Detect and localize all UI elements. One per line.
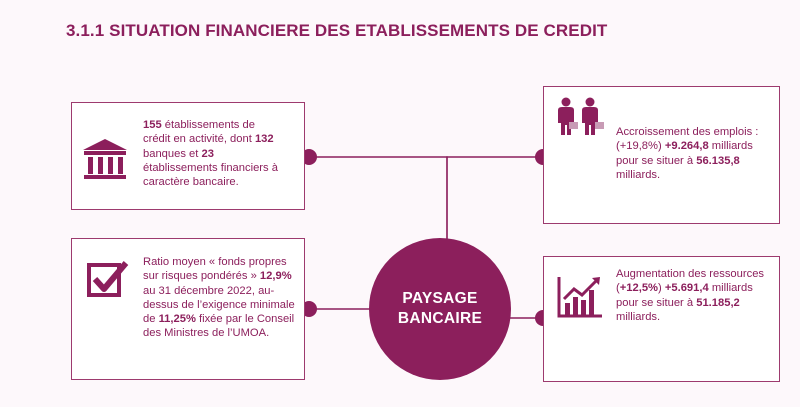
info-box-resources: Augmentation des ressources (+12,5%) +5.… bbox=[543, 256, 780, 382]
establishments-text: 155 établissements de crédit en activité… bbox=[143, 118, 283, 189]
highlight-figure: 56.135,8 bbox=[696, 154, 740, 167]
bank-icon bbox=[83, 139, 127, 179]
highlight-figure: 155 bbox=[143, 119, 162, 131]
dot-top-left bbox=[301, 149, 317, 165]
text-segment: ) bbox=[658, 282, 665, 295]
checkbox-icon bbox=[87, 261, 129, 297]
center-label-line2: BANCAIRE bbox=[397, 310, 483, 327]
text-segment: établissements de crédit en activité, do… bbox=[143, 119, 255, 146]
resources-text: Augmentation des ressources (+12,5%) +5.… bbox=[616, 267, 766, 324]
highlight-figure: 23 bbox=[201, 147, 214, 160]
text-segment: milliards. bbox=[616, 310, 661, 323]
text-segment: banques et bbox=[143, 147, 202, 160]
text-segment: milliards pour se situer à bbox=[616, 140, 753, 167]
text-segment: fixée par le Conseil des Ministres de l’… bbox=[143, 313, 295, 340]
capital-ratio-text: Ratio moyen « fonds propres sur risques … bbox=[143, 255, 295, 341]
section-title: 3.1.1 SITUATION FINANCIERE DES ETABLISSE… bbox=[66, 21, 608, 40]
highlight-figure: 132 bbox=[254, 133, 274, 146]
text-segment: au 31 décembre 2022, au-dessus de l’exig… bbox=[143, 284, 295, 326]
highlight-figure: 51.185,2 bbox=[696, 296, 740, 309]
employment-text: Accroissement des emplois : (+19,8%) +9.… bbox=[616, 125, 776, 182]
text-segment: Ratio moyen « fonds propres sur risques … bbox=[143, 256, 287, 283]
text-segment: Augmentation des ressources ( bbox=[616, 268, 765, 295]
connector-top-left bbox=[305, 156, 448, 240]
highlight-figure: +5.691,4 bbox=[664, 282, 709, 295]
center-label: PAYSAGE BANCAIRE bbox=[369, 238, 511, 380]
info-box-employment: Accroissement des emplois : (+19,8%) +9.… bbox=[543, 86, 780, 224]
employees-icon bbox=[558, 97, 604, 135]
text-segment: Accroissement des emplois : (+19,8%) bbox=[616, 126, 759, 153]
text-segment: établissements financiers à caractère ba… bbox=[143, 161, 278, 189]
highlight-figure: 11,25% bbox=[158, 313, 196, 326]
info-box-capital-ratio: Ratio moyen « fonds propres sur risques … bbox=[71, 238, 305, 380]
highlight-figure: +9.264,8 bbox=[664, 140, 709, 153]
highlight-figure: +12,5% bbox=[619, 282, 658, 295]
center-circle bbox=[369, 238, 511, 380]
dot-bottom-left bbox=[301, 301, 317, 317]
connector-top-right bbox=[446, 156, 543, 240]
text-segment: milliards. bbox=[616, 168, 661, 181]
growth-chart-icon bbox=[557, 277, 602, 318]
text-segment: milliards pour se situer à bbox=[616, 282, 753, 309]
center-label-line1: PAYSAGE bbox=[402, 290, 478, 307]
info-box-establishments: 155 établissements de crédit en activité… bbox=[71, 102, 305, 210]
highlight-figure: 12,9% bbox=[259, 270, 292, 283]
